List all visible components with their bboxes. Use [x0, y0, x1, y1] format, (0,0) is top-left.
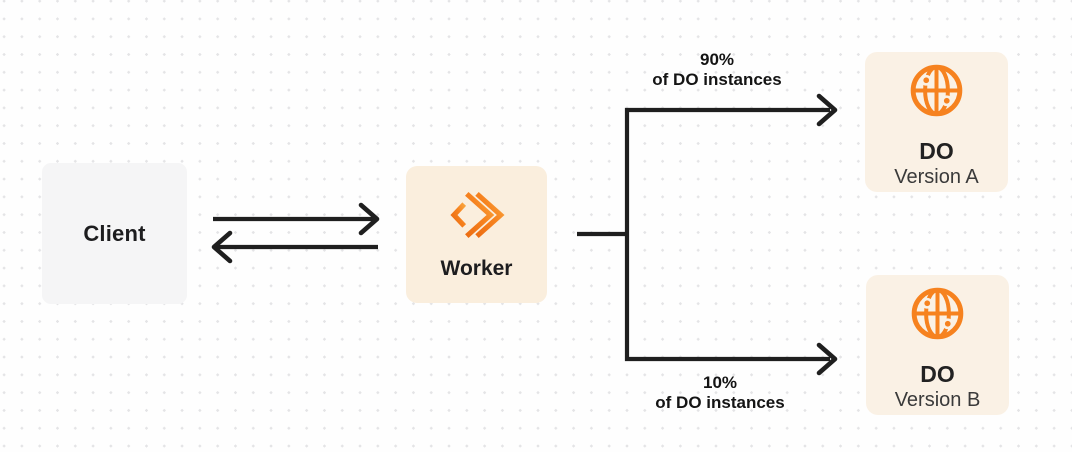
branch-top-percent: 90% — [699, 50, 735, 69]
branch-bottom-arrowhead — [816, 342, 838, 376]
branch-bottom-percent: 10% — [702, 373, 738, 392]
client-to-worker-arrowhead — [358, 202, 380, 236]
client-label: Client — [83, 220, 146, 246]
do-a-title: DO — [919, 138, 954, 164]
workers-chevron-icon — [449, 191, 505, 239]
do-version-a-node: DO Version A — [865, 52, 1008, 192]
branch-bottom-caption: of DO instances — [655, 392, 785, 412]
do-b-title: DO — [920, 361, 955, 387]
worker-node: Worker — [406, 166, 547, 303]
branch-top-arrowhead — [816, 93, 838, 127]
globe-icon — [910, 64, 963, 117]
branch-label-bottom: 10% of DO instances — [610, 373, 830, 413]
split-branch-lines — [624, 107, 830, 362]
worker-to-client-arrowhead — [211, 230, 233, 264]
branch-top-caption: of DO instances — [652, 69, 782, 89]
client-node: Client — [42, 163, 187, 304]
globe-icon — [911, 287, 964, 340]
worker-label: Worker — [440, 257, 513, 280]
do-a-subtitle: Version A — [894, 166, 979, 189]
do-version-b-node: DO Version B — [866, 275, 1009, 415]
do-b-subtitle: Version B — [894, 389, 981, 412]
branch-label-top: 90% of DO instances — [607, 50, 827, 90]
